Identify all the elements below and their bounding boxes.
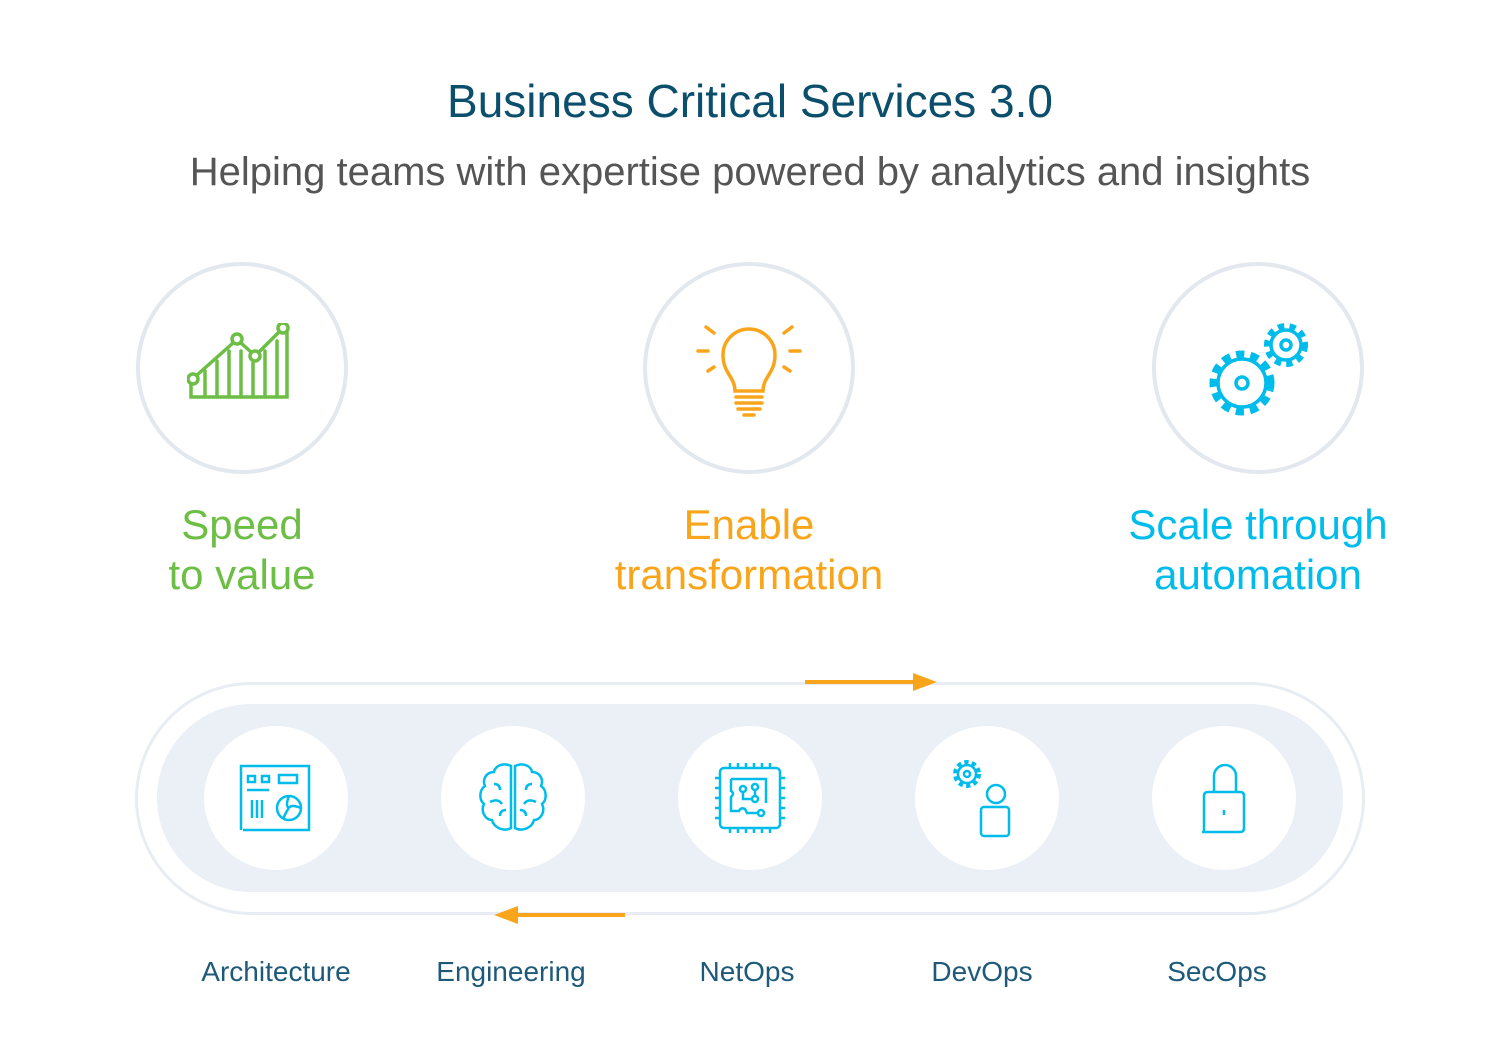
team-label-secops: SecOps: [1167, 956, 1267, 987]
team-label-devops: DevOps: [931, 956, 1033, 987]
page-title: Business Critical Services 3.0: [447, 75, 1053, 127]
pillar-transform-circle: [643, 262, 855, 474]
pillar-line: transformation: [614, 551, 884, 598]
gear-person-icon: [953, 760, 1011, 838]
arrow-right-icon: [805, 673, 937, 691]
chip-icon: [715, 763, 785, 833]
team-devops-circle: [915, 726, 1059, 870]
team-label-netops: NetOps: [699, 956, 795, 987]
motherboard-icon: [239, 764, 311, 832]
chart-growth-icon: [187, 323, 290, 399]
pillar-line: Enable: [683, 501, 815, 548]
team-netops-circle: [678, 726, 822, 870]
team-engineering-circle: [441, 726, 585, 870]
pillar-line: to value: [168, 551, 316, 598]
team-secops-circle: [1152, 726, 1296, 870]
page-subtitle: Helping teams with expertise powered by …: [189, 150, 1311, 194]
lightbulb-icon: [696, 325, 802, 417]
unlocked-padlock-icon: [1202, 763, 1246, 834]
brain-icon: [479, 763, 547, 831]
team-label-engineering: Engineering: [436, 956, 586, 987]
team-label-architecture: Architecture: [201, 956, 351, 987]
pillar-scale-circle: [1152, 262, 1364, 474]
team-architecture-circle: [204, 726, 348, 870]
cycle-track-outer: [135, 682, 1365, 915]
pillar-line: Scale through: [1128, 501, 1388, 548]
arrow-left-icon: [494, 906, 625, 924]
pillar-line: Speed: [181, 501, 303, 548]
gears-icon: [1209, 323, 1308, 416]
pillar-line: automation: [1154, 551, 1362, 598]
pillar-speed-circle: [136, 262, 348, 474]
